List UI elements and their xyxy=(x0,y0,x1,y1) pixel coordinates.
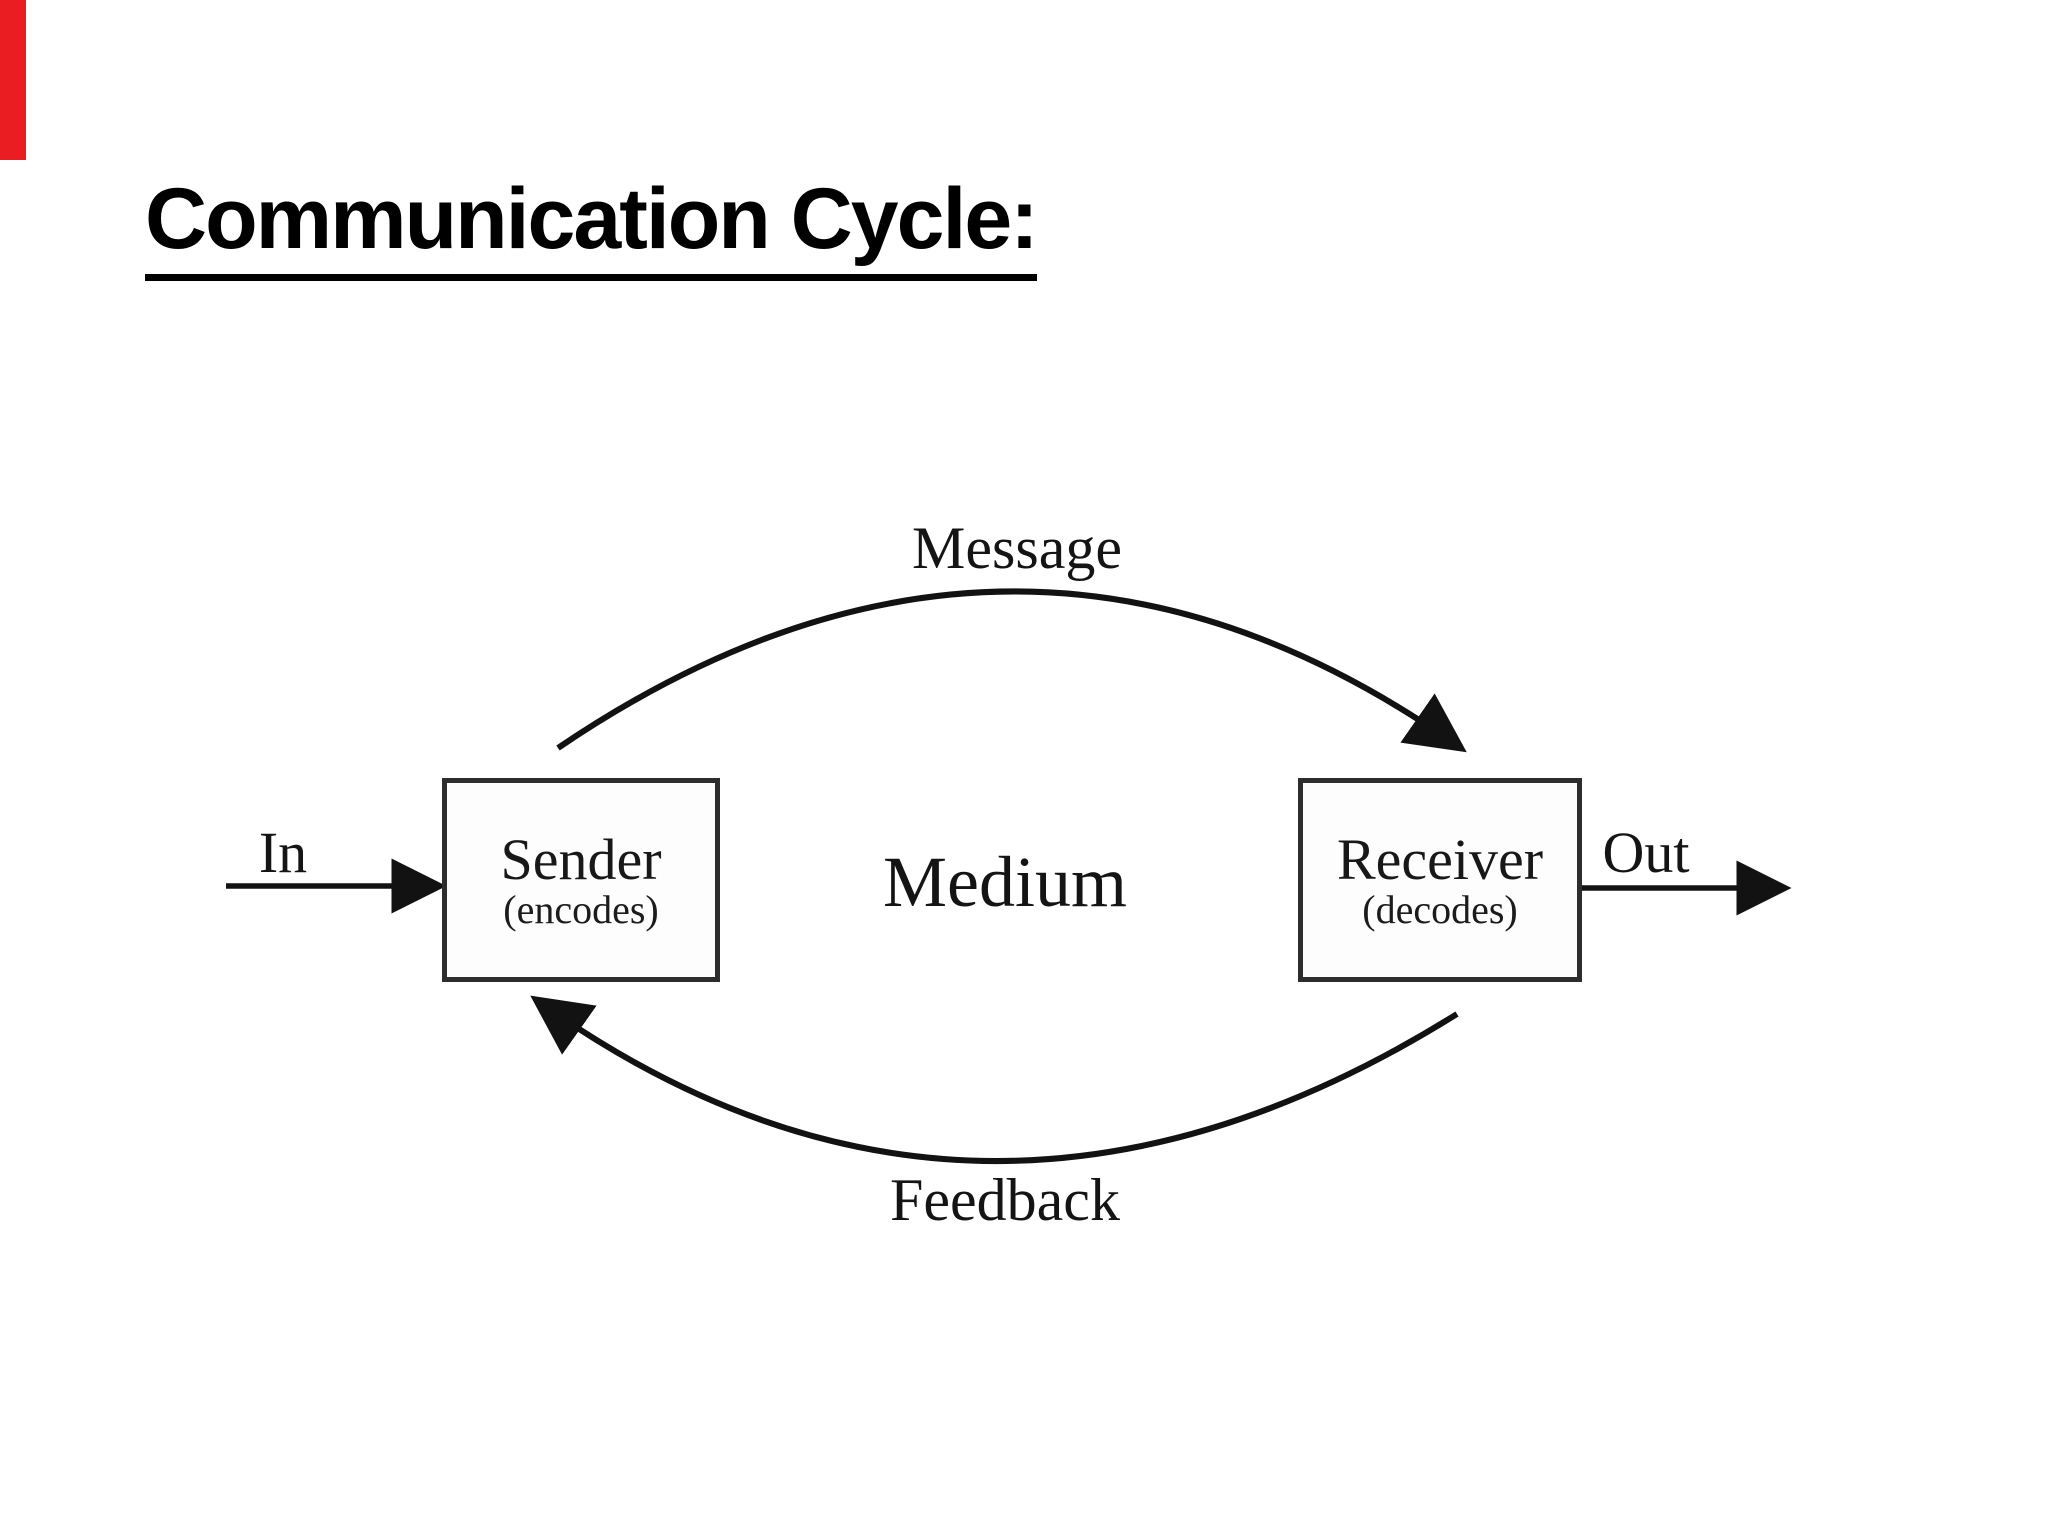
message-label: Message xyxy=(912,515,1122,581)
message-arrow xyxy=(556,588,1467,753)
slide-title: Communication Cycle: xyxy=(145,176,1039,281)
feedback-arrow xyxy=(530,995,1459,1164)
sender-node: Sender (encodes) xyxy=(442,778,720,982)
receiver-sublabel: (decodes) xyxy=(1362,887,1518,933)
sender-sublabel: (encodes) xyxy=(503,887,659,933)
feedback-label: Feedback xyxy=(890,1167,1120,1233)
in-label: In xyxy=(258,820,308,885)
receiver-node: Receiver (decodes) xyxy=(1298,778,1582,982)
red-accent-bar xyxy=(0,0,26,160)
out-label: Out xyxy=(1602,820,1690,885)
receiver-label: Receiver xyxy=(1336,826,1544,892)
medium-label: Medium xyxy=(883,842,1127,922)
sender-label: Sender xyxy=(500,826,662,892)
